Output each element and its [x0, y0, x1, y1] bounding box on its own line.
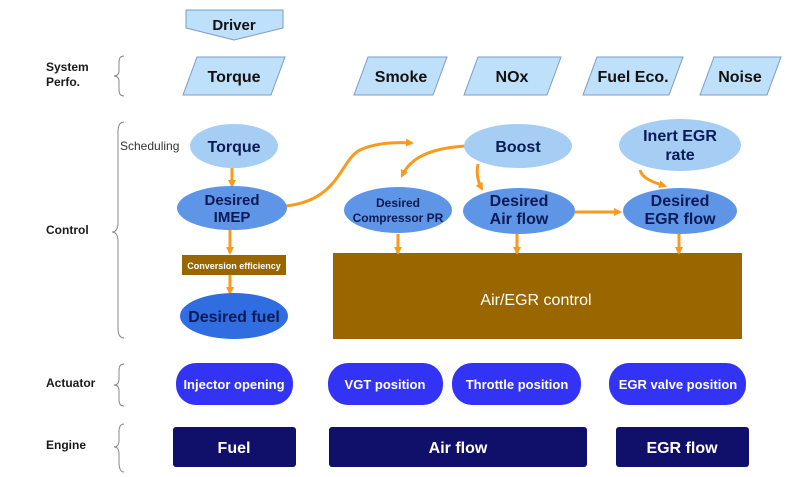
desired-air-flow-label-2: Air flow — [490, 211, 549, 228]
control-nodes: Torque Desired IMEP Conversion efficienc… — [177, 119, 741, 339]
arrow-boost-to-compressor — [400, 144, 467, 178]
actuator-throttle-position — [452, 363, 581, 405]
desired-compressor-pr-label-1: Desired — [376, 196, 420, 210]
desired-egr-flow-node — [623, 188, 737, 234]
scheduling-label: Scheduling — [120, 139, 179, 153]
perf-fuel-eco-box — [582, 56, 684, 96]
perf-torque-box — [182, 56, 286, 96]
desired-egr-flow-label-1: Desired — [651, 193, 710, 210]
air-egr-control-label: Air/EGR control — [480, 292, 591, 309]
desired-air-flow-node — [463, 188, 575, 234]
perf-nox-label: NOx — [496, 69, 529, 86]
desired-imep-label-2: IMEP — [214, 209, 251, 226]
desired-air-flow-label-1: Desired — [490, 193, 549, 210]
torque-node — [190, 124, 278, 168]
perf-nox-box — [463, 56, 562, 96]
desired-imep-label-1: Desired — [204, 192, 259, 209]
desired-fuel-label: Desired fuel — [188, 309, 280, 326]
row-label-perfo: Perfo. — [46, 75, 80, 89]
desired-fuel-node — [180, 293, 288, 339]
boost-node — [464, 124, 572, 168]
perf-fuel-eco-label: Fuel Eco. — [597, 69, 668, 86]
desired-egr-flow-label-2: EGR flow — [644, 211, 716, 228]
boost-node-label: Boost — [495, 139, 541, 156]
driver-label: Driver — [212, 17, 256, 34]
brace-control — [111, 121, 125, 339]
actuator-injector-opening-label: Injector opening — [183, 377, 284, 392]
engine-row: Fuel Air flow EGR flow — [173, 427, 749, 467]
desired-compressor-pr-label-2: Compressor PR — [353, 211, 444, 225]
inert-egr-rate-node — [619, 119, 741, 171]
arrow-boost-to-airflow — [475, 163, 484, 191]
row-label-actuator: Actuator — [46, 376, 96, 390]
perf-torque-label: Torque — [207, 69, 260, 86]
desired-compressor-pr-node — [344, 187, 452, 233]
driver-box — [185, 9, 284, 41]
row-label-engine: Engine — [46, 438, 86, 452]
perf-smoke-box — [353, 56, 448, 96]
engine-air-flow-label: Air flow — [429, 440, 488, 457]
engine-fuel-label: Fuel — [218, 440, 251, 457]
engine-egr-flow-label: EGR flow — [646, 440, 718, 457]
actuator-vgt-position-label: VGT position — [345, 377, 426, 392]
torque-node-label: Torque — [207, 139, 260, 156]
inert-egr-rate-label-1: Inert EGR — [643, 128, 717, 145]
actuator-row: Injector opening VGT position Throttle p… — [176, 363, 746, 405]
engine-fuel-box — [173, 427, 296, 467]
conversion-efficiency-label: Conversion efficiency — [187, 261, 281, 271]
engine-air-flow-box — [329, 427, 587, 467]
perf-noise-label: Noise — [718, 69, 762, 86]
engine-egr-flow-box — [616, 427, 749, 467]
conversion-efficiency-box — [182, 255, 286, 275]
actuator-injector-opening — [176, 363, 293, 405]
perf-noise-box — [699, 56, 782, 96]
perf-smoke-label: Smoke — [375, 69, 428, 86]
row-braces — [111, 55, 125, 473]
row-label-system: System — [46, 60, 89, 74]
arrow-inert-to-egrflow — [638, 169, 667, 189]
flow-arrows — [226, 138, 683, 295]
actuator-vgt-position — [328, 363, 443, 405]
row-label-control: Control — [46, 223, 89, 237]
actuator-egr-valve-position-label: EGR valve position — [619, 377, 738, 392]
actuator-throttle-position-label: Throttle position — [466, 377, 569, 392]
desired-imep-node — [177, 186, 287, 230]
actuator-egr-valve-position — [609, 363, 746, 405]
performance-row: Torque Smoke NOx Fuel Eco. Noise — [182, 56, 782, 96]
arrow-imep-to-boost — [285, 138, 414, 208]
air-egr-control-block — [333, 253, 742, 339]
inert-egr-rate-label-2: rate — [665, 147, 694, 164]
brace-system — [113, 55, 125, 97]
brace-actuator — [113, 363, 125, 407]
brace-engine — [113, 423, 125, 473]
